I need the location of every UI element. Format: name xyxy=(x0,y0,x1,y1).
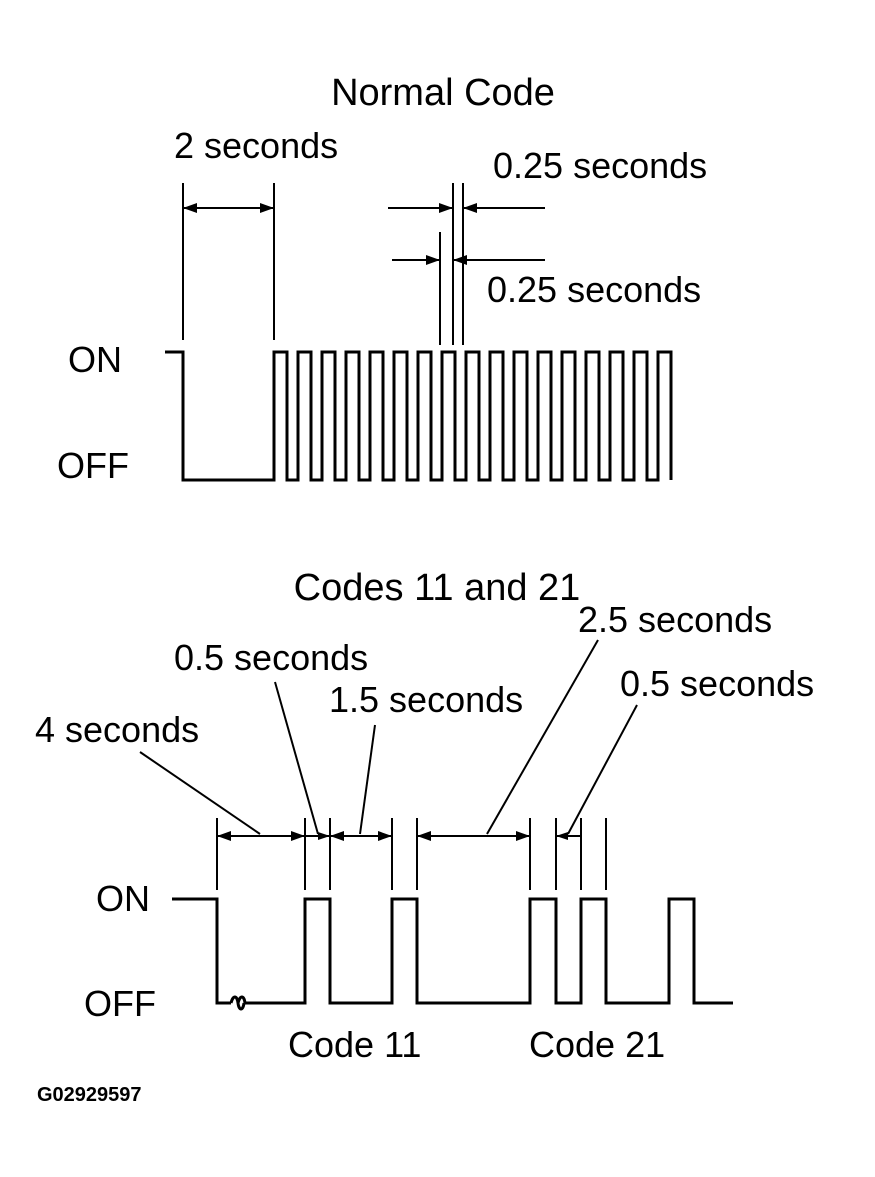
normal-code-waveform xyxy=(165,350,673,482)
codes-dimension-lines xyxy=(217,831,581,841)
normal-025-upper-arrow-left xyxy=(439,203,453,213)
codes-on-label: ON xyxy=(96,878,150,919)
normal-code-title: Normal Code xyxy=(331,72,555,114)
codes-15-seconds-label: 1.5 seconds xyxy=(329,679,523,720)
normal-025-seconds-label-lower: 0.25 seconds xyxy=(487,269,701,310)
figure-id: G02929597 xyxy=(37,1084,142,1106)
code-21-label: Code 21 xyxy=(529,1024,665,1065)
normal-2s-arrow-left xyxy=(183,203,197,213)
codes-leader-lines xyxy=(139,639,638,835)
codes-waveform-break-b xyxy=(236,995,247,1004)
code-11-label: Code 11 xyxy=(288,1024,421,1065)
codes-25-seconds-label: 2.5 seconds xyxy=(578,599,772,640)
codes-waveform xyxy=(172,897,231,1005)
codes-waveform-break xyxy=(229,995,246,1011)
normal-on-label: ON xyxy=(68,339,122,380)
normal-2s-arrow-right xyxy=(260,203,274,213)
normal-025-lower-arrow-left xyxy=(426,255,440,265)
normal-025-upper-arrow-right xyxy=(463,203,477,213)
codes-off-label: OFF xyxy=(84,983,156,1024)
codes-4-seconds-label: 4 seconds xyxy=(35,709,199,750)
codes-05-seconds-label-a: 0.5 seconds xyxy=(174,637,368,678)
codes-waveform-main xyxy=(245,897,733,1005)
normal-025-seconds-label-upper: 0.25 seconds xyxy=(493,145,707,186)
normal-2-seconds-label: 2 seconds xyxy=(174,125,338,166)
normal-off-label: OFF xyxy=(57,445,129,486)
codes-05-seconds-label-b: 0.5 seconds xyxy=(620,663,814,704)
codes-extension-lines xyxy=(216,818,607,890)
codes-title: Codes 11 and 21 xyxy=(294,567,581,609)
normal-025-lower-arrow-right xyxy=(453,255,467,265)
